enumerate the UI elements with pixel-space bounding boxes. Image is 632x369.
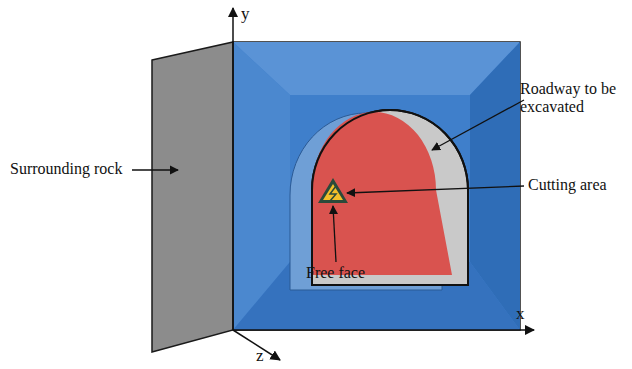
front-face — [233, 42, 520, 330]
y-axis — [232, 8, 234, 330]
cutting-area — [323, 184, 343, 200]
part-label: Roadway to be excavated — [520, 80, 628, 117]
axis-label: x — [516, 304, 525, 324]
leader-line — [432, 100, 524, 150]
axis-label: y — [241, 4, 250, 24]
axis-label: z — [256, 346, 264, 366]
cutting-area-outer — [318, 178, 348, 203]
free-face-mark — [330, 186, 336, 201]
tunnel-wall — [312, 110, 468, 285]
tunnel-outline — [312, 110, 468, 285]
x-axis — [233, 329, 534, 331]
leader-line — [132, 169, 178, 170]
surrounding-rock-face — [152, 42, 233, 352]
leader-line — [333, 206, 336, 262]
part-label: Cutting area — [528, 176, 607, 194]
leader-line — [347, 186, 524, 193]
part-label: Free face — [306, 264, 365, 282]
part-label: Surrounding rock — [10, 160, 122, 178]
